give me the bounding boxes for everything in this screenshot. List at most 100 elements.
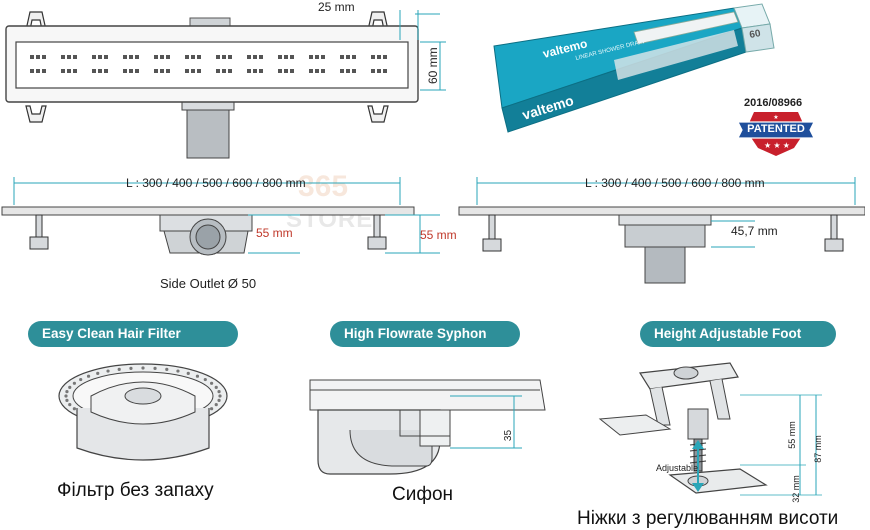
filter-hole (65, 398, 69, 402)
grate-slot (340, 69, 344, 73)
grate-slot (309, 69, 313, 73)
patent-badge-icon: ★ ★ ★ ★ (737, 112, 815, 156)
right-height-label: 55 mm (420, 228, 457, 242)
right-depth-label: 45,7 mm (731, 224, 778, 238)
adjustable-label: Adjustable (656, 463, 699, 473)
grate-slot (346, 55, 350, 59)
right-length-label: L : 300 / 400 / 500 / 600 / 800 mm (585, 176, 765, 190)
filter-hole (217, 398, 221, 402)
filter-hole (117, 367, 121, 371)
foot-dim-55: 55 mm (786, 421, 797, 449)
grate-slot (222, 55, 226, 59)
feature-banner-hair-filter: Easy Clean Hair Filter (28, 321, 238, 347)
grate-slot (259, 69, 263, 73)
product-box: valtemo valtemo LINEAR SHOWER DRAIN 60 (493, 3, 775, 133)
filter-hole (165, 367, 169, 371)
grate-pattern (30, 55, 387, 73)
grate-slot (185, 55, 189, 59)
filter-hole (86, 374, 91, 378)
grate-slot (30, 69, 34, 73)
filter-hole (96, 371, 100, 375)
grate-slot (352, 69, 356, 73)
grate-slot (352, 55, 356, 59)
watermark-365: 365 (298, 170, 349, 203)
grate-slot (135, 69, 139, 73)
grate-slot (73, 69, 77, 73)
grate-slot (104, 69, 108, 73)
filter-hole (176, 369, 180, 373)
filter-hole (64, 394, 68, 398)
grate-slot (321, 55, 325, 59)
adjust-arrow-icon (692, 440, 704, 492)
grate-slot (61, 69, 65, 73)
grate-slot (73, 55, 77, 59)
svg-text:★: ★ (773, 114, 778, 121)
syphon-dim-label: 35 (503, 429, 515, 442)
side-view-left (1, 177, 440, 256)
grate-slot (383, 69, 387, 73)
svg-text:★ ★ ★: ★ ★ ★ (764, 141, 790, 150)
top-width-label: 25 mm (318, 0, 355, 14)
filter-hole (129, 366, 133, 370)
grate-slot (61, 55, 65, 59)
grate-slot (259, 55, 263, 59)
grate-slot (123, 69, 127, 73)
filter-hole (203, 377, 207, 382)
grate-slot (160, 69, 164, 73)
grate-slot (377, 69, 381, 73)
grate-slot (253, 55, 257, 59)
grate-slot (377, 55, 381, 59)
caption-hair-filter: Фільтр без запаху (57, 480, 214, 501)
grate-slot (340, 55, 344, 59)
grate-slot (253, 69, 257, 73)
patent-number: 2016/08966 (744, 97, 803, 109)
grate-slot (278, 55, 282, 59)
grate-slot (166, 55, 170, 59)
filter-hole (65, 390, 69, 394)
filter-hole (195, 374, 200, 378)
filter-hole (153, 366, 157, 370)
top-view-drain (5, 10, 446, 159)
filter-hole (68, 385, 72, 389)
grate-slot (216, 55, 220, 59)
grate-slot (321, 69, 325, 73)
filter-hole (79, 377, 83, 382)
grate-slot (36, 69, 40, 73)
grate-slot (129, 55, 133, 59)
filter-hole (217, 390, 221, 394)
grate-slot (290, 69, 294, 73)
filter-hole (72, 407, 76, 411)
grate-slot (222, 69, 226, 73)
filter-hole (141, 366, 145, 370)
caption-adjustable-foot: Ніжки з регулюванням висоти (577, 508, 839, 529)
grate-slot (98, 55, 102, 59)
grate-slot (67, 69, 71, 73)
filter-hole (214, 403, 218, 407)
feature-banner-syphon: High Flowrate Syphon (330, 321, 520, 347)
filter-hole (210, 381, 214, 385)
side-outlet-label: Side Outlet Ø 50 (160, 276, 257, 291)
filter-hole (210, 407, 214, 411)
grate-slot (42, 55, 46, 59)
grate-slot (129, 69, 133, 73)
filter-hole (214, 385, 218, 389)
grate-slot (278, 69, 282, 73)
grate-slot (309, 55, 313, 59)
grate-slot (42, 69, 46, 73)
filter-hole (68, 403, 72, 407)
grate-slot (197, 69, 201, 73)
adjustable-foot-illustration (598, 362, 822, 496)
grate-slot (92, 69, 96, 73)
grate-slot (123, 55, 127, 59)
grate-slot (92, 55, 96, 59)
patent-label: PATENTED (747, 123, 805, 135)
left-length-label: L : 300 / 400 / 500 / 600 / 800 mm (126, 176, 306, 190)
grate-slot (216, 69, 220, 73)
grate-slot (67, 55, 71, 59)
grate-slot (315, 55, 319, 59)
foot-dim-87: 87 mm (812, 435, 823, 463)
grate-slot (98, 69, 102, 73)
grate-slot (191, 69, 195, 73)
grate-slot (197, 55, 201, 59)
left-depth-label: 55 mm (256, 226, 293, 240)
